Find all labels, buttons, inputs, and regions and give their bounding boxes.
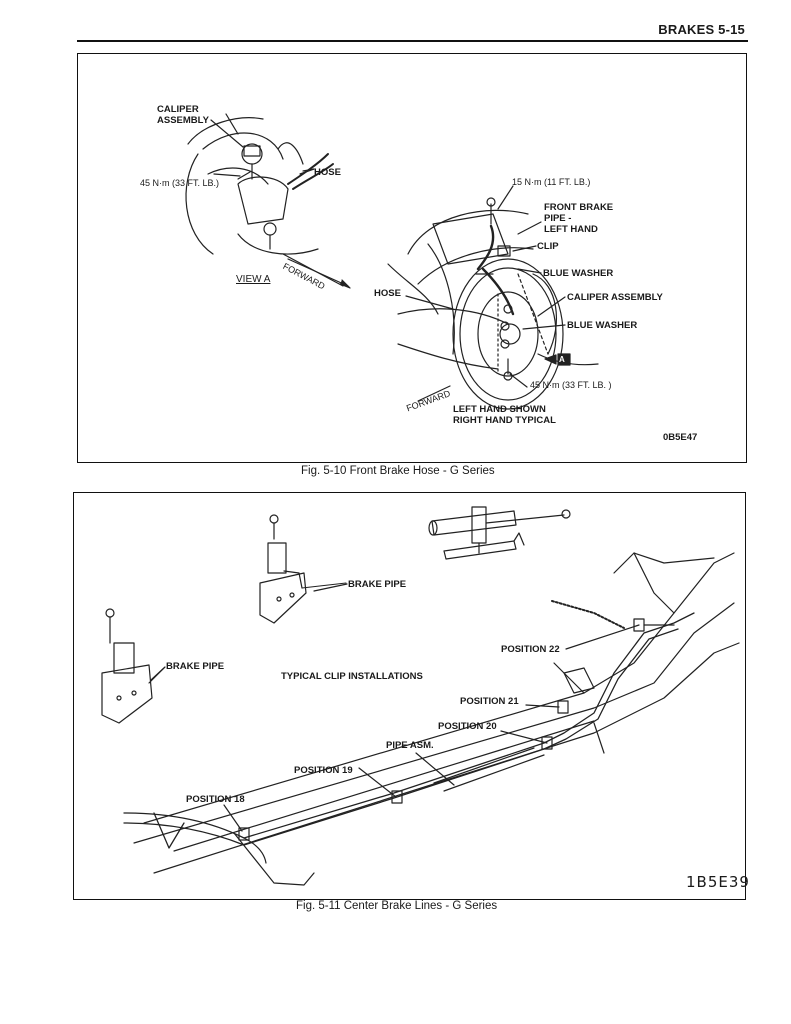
clip-detail-top-right [428, 506, 571, 560]
label-hose-main: HOSE [374, 288, 401, 299]
label-brake-pipe-left: BRAKE PIPE [166, 661, 225, 672]
label-position-21: POSITION 21 [460, 696, 519, 707]
label-position-22: POSITION 22 [501, 644, 560, 655]
label-clip: CLIP [537, 241, 559, 252]
main-assembly-leaders [405, 185, 566, 402]
figure-2-panel: BRAKE PIPE BRAKE PIPE TYPICAL CLIP INSTA… [73, 492, 749, 900]
figure-2-leaders [150, 583, 640, 832]
frame-rail [133, 552, 740, 886]
label-view-a: VIEW A [236, 274, 271, 285]
label-hose-view: HOSE [314, 167, 341, 178]
brake-pipe-lines [123, 600, 695, 849]
page-header: BRAKES 5-15 [658, 22, 745, 37]
label-position-18: POSITION 18 [186, 794, 245, 805]
label-pipe-asm: PIPE ASM. [386, 740, 434, 751]
label-position-20: POSITION 20 [438, 721, 497, 732]
label-note: LEFT HAND SHOWN RIGHT HAND TYPICAL [453, 404, 556, 426]
label-caliper-assembly-main: CALIPER ASSEMBLY [567, 292, 663, 303]
header-rule [77, 40, 748, 42]
view-a-drawing [185, 113, 334, 255]
label-caliper-assembly-view: CALIPER ASSEMBLY [157, 104, 209, 126]
label-view-marker: A [559, 355, 565, 364]
main-assembly-drawing [387, 197, 599, 410]
figure-1-caption: Fig. 5-10 Front Brake Hose - G Series [301, 465, 495, 477]
label-brake-pipe-top: BRAKE PIPE [348, 579, 407, 590]
label-torque-top: 15 N·m (11 FT. LB.) [512, 177, 591, 187]
label-typical-clip-installations: TYPICAL CLIP INSTALLATIONS [281, 671, 423, 682]
center-brake-lines-illustration [101, 506, 740, 886]
figure-2-caption: Fig. 5-11 Center Brake Lines - G Series [296, 900, 498, 912]
figure-1-panel: CALIPER ASSEMBLY 45 N·m (33 FT. LB.) HOS… [77, 53, 747, 463]
front-brake-hose-illustration [185, 113, 599, 410]
label-front-brake-pipe: FRONT BRAKE PIPE - LEFT HAND [544, 202, 614, 235]
view-a-leaders [210, 119, 344, 287]
figure-1-code: 0B5E47 [663, 432, 698, 443]
label-torque-view: 45 N·m (33 FT. LB.) [140, 178, 220, 188]
rail-clips [238, 618, 645, 841]
label-blue-washer-2: BLUE WASHER [567, 320, 638, 331]
label-position-19: POSITION 19 [294, 765, 353, 776]
clip-detail-left [101, 608, 165, 724]
view-a-marker-drawing [544, 353, 571, 366]
figure-2-code: 1B5E39 [686, 873, 750, 891]
label-blue-washer-1: BLUE WASHER [543, 268, 614, 279]
clip-detail-top [259, 514, 347, 624]
label-torque-bottom: 45 N·m (33 FT. LB. ) [530, 380, 612, 390]
